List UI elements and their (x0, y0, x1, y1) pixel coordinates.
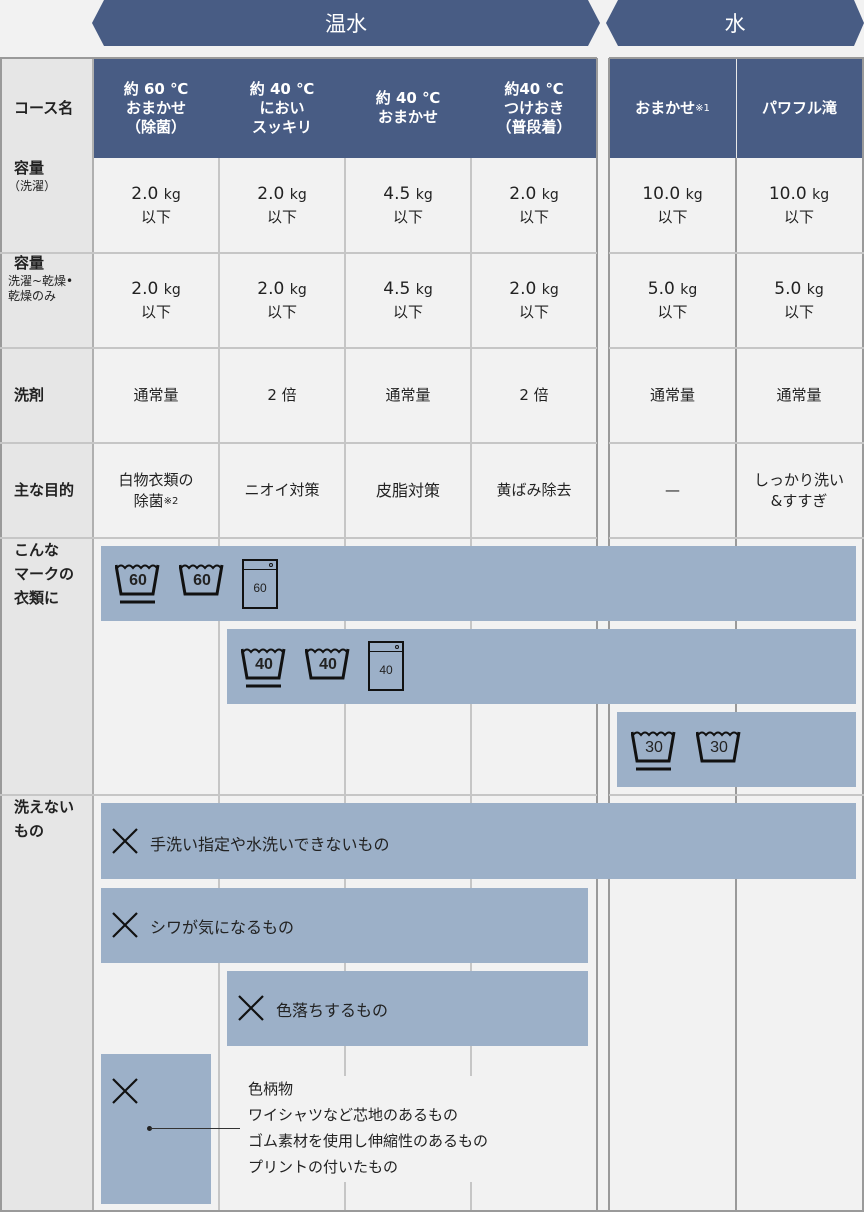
purpose-cell: — (665, 481, 680, 499)
grid-line (0, 442, 597, 444)
list-item: ワイシャツなど芯地のあるもの (248, 1106, 459, 1124)
grid-line (609, 347, 864, 349)
purpose-cell: ニオイ対策 (244, 481, 320, 499)
hot-water-label: 温水 (325, 12, 367, 36)
hot-water-banner: 温水 (92, 0, 600, 46)
leader-line (150, 1128, 240, 1129)
grid-line (0, 794, 597, 796)
washing-machine-60-icon: 60 (242, 559, 278, 609)
care-band-60 (101, 546, 856, 621)
row-label-capacity-dry: 容量 洗濯~乾燥• 乾燥のみ (0, 253, 93, 348)
grid-line (0, 347, 597, 349)
washtub-30-icon: 30 (695, 729, 742, 773)
list-item: プリントの付いたもの (248, 1158, 399, 1176)
row-label-cannot-wash: 洗えないもの (0, 795, 93, 1212)
grid-line (0, 252, 597, 254)
cannot-band-fade (227, 971, 588, 1046)
cannot-wash-list: 色柄物 ワイシャツなど芯地のあるもの ゴム素材を使用し伸縮性のあるもの プリント… (244, 1076, 544, 1182)
cross-icon (112, 828, 138, 854)
cross-icon (238, 995, 264, 1021)
grid-line (609, 252, 864, 254)
grid-line (0, 58, 2, 1212)
grid-line (609, 794, 864, 796)
purpose-cell: 白物衣類の除菌※2 (118, 470, 194, 510)
grid-line (609, 537, 864, 539)
grid-line (609, 442, 864, 444)
list-item: 色柄物 (248, 1080, 294, 1098)
purpose-cell: 皮脂対策 (375, 481, 440, 500)
grid-line (0, 57, 597, 59)
row-label-capacity-wash: 容量 （洗濯） (0, 158, 93, 253)
list-item: ゴム素材を使用し伸縮性のあるもの (248, 1132, 489, 1150)
grid-line (218, 158, 220, 1212)
course-header-omakase: おまかせ※1 (609, 58, 736, 158)
washtub-30-gentle-icon: 30 (630, 729, 677, 773)
cross-icon (112, 912, 138, 938)
washing-machine-40-icon: 40 (368, 641, 404, 691)
grid-line (0, 537, 597, 539)
cannot-band-misc (101, 1054, 211, 1204)
water-banner: 水 (606, 0, 864, 46)
detergent-cell: 2 倍 (267, 386, 297, 404)
detergent-cell: 通常量 (649, 386, 695, 404)
water-label: 水 (724, 12, 746, 36)
grid-line (0, 1210, 864, 1212)
washtub-60-icon: 60 (178, 562, 225, 606)
cannot-item-fade: 色落ちするもの (276, 1001, 389, 1020)
grid-line (609, 57, 864, 59)
detergent-cell: 通常量 (776, 386, 822, 404)
washtub-40-gentle-icon: 40 (240, 646, 287, 690)
row-label-detergent: 洗剤 (0, 348, 93, 443)
purpose-cell: 黄ばみ除去 (496, 481, 572, 499)
grid-line (92, 58, 94, 1212)
purpose-cell: しっかり洗い&すすぎ (753, 470, 844, 510)
cannot-band-handwash (101, 803, 856, 879)
care-band-40 (227, 629, 856, 704)
cannot-item-handwash: 手洗い指定や水洗いできないもの (150, 835, 390, 854)
cannot-band-wrinkle (101, 888, 588, 963)
row-label-course: コース名 (0, 58, 93, 158)
detergent-cell: 通常量 (133, 386, 179, 404)
cross-icon (112, 1078, 138, 1104)
washtub-40-icon: 40 (304, 646, 351, 690)
leader-dot (147, 1126, 152, 1131)
course-header-powerful: パワフル滝 (736, 58, 862, 158)
row-label-care-marks: こんなマークの衣類に (0, 538, 93, 795)
cannot-item-wrinkle: シワが気になるもの (150, 918, 295, 937)
row-label-purpose: 主な目的 (0, 443, 93, 538)
grid-line (862, 58, 864, 1212)
washtub-60-gentle-icon: 60 (114, 562, 161, 606)
detergent-cell: 通常量 (385, 386, 431, 404)
detergent-cell: 2 倍 (519, 386, 549, 404)
